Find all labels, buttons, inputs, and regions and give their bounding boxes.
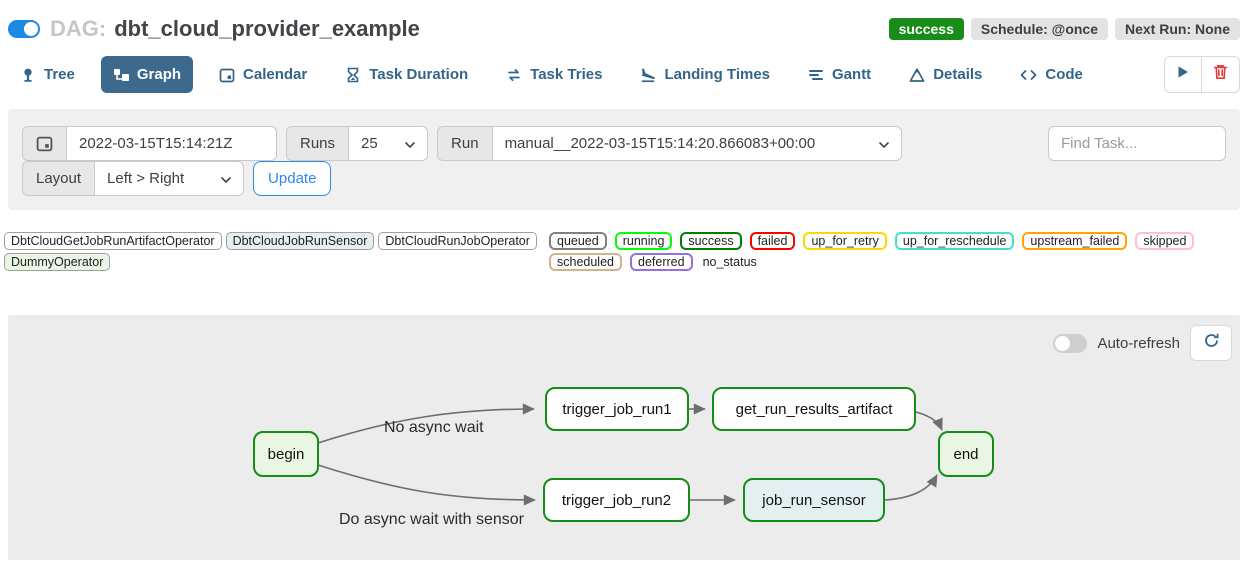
dag-title: dbt_cloud_provider_example — [114, 16, 420, 41]
tab-gantt[interactable]: Gantt — [796, 56, 883, 93]
legend-status[interactable]: upstream_failed — [1022, 232, 1128, 250]
base-date-input[interactable]: 2022-03-15T15:14:21Z — [66, 126, 277, 161]
tab-calendar[interactable]: Calendar — [207, 56, 319, 93]
plane-landing-icon — [640, 67, 656, 83]
auto-refresh-toggle[interactable] — [1053, 333, 1088, 353]
tree-icon — [20, 67, 36, 83]
edge-label-do-async-wait: Do async wait with sensor — [339, 511, 524, 528]
tab-code[interactable]: Code — [1008, 56, 1095, 93]
tab-landing-times[interactable]: Landing Times — [628, 56, 782, 93]
legend-operator: DbtCloudGetJobRunArtifactOperator — [4, 232, 222, 250]
code-icon — [1020, 67, 1037, 83]
filter-panel: 2022-03-15T15:14:21Z Runs 25 Run manual_… — [8, 109, 1240, 210]
legend-status[interactable]: queued — [549, 232, 607, 250]
legend-operator: DbtCloudRunJobOperator — [378, 232, 537, 250]
dag-edges — [317, 403, 943, 506]
play-icon — [1176, 65, 1190, 84]
dag-graph-panel: Auto-refresh No async wait Do async wait… — [8, 315, 1240, 560]
legend-status[interactable]: up_for_reschedule — [894, 232, 1015, 250]
schedule-badge: Schedule: @once — [970, 18, 1108, 40]
layout-label: Layout — [22, 161, 95, 196]
status-legend: queued running success failed up_for_ret… — [549, 232, 1244, 271]
chevron-down-icon — [878, 135, 889, 152]
tab-task-tries[interactable]: Task Tries — [494, 56, 614, 93]
details-icon — [909, 67, 925, 83]
retry-arrows-icon — [506, 67, 522, 83]
refresh-icon — [1203, 332, 1220, 354]
hourglass-icon — [345, 67, 361, 83]
task-node-trigger-job-run2[interactable]: trigger_job_run2 — [543, 478, 690, 522]
dag-prefix-label: DAG: — [50, 16, 107, 41]
tab-tree[interactable]: Tree — [8, 56, 87, 93]
gantt-icon — [808, 67, 824, 83]
legend: DbtCloudGetJobRunArtifactOperator DbtClo… — [4, 232, 1244, 271]
tab-task-duration[interactable]: Task Duration — [333, 56, 480, 93]
layout-select[interactable]: Left > Right — [94, 161, 245, 196]
next-run-badge: Next Run: None — [1115, 18, 1240, 40]
task-node-begin[interactable]: begin — [253, 431, 319, 477]
auto-refresh-label: Auto-refresh — [1097, 334, 1180, 352]
delete-dag-button[interactable] — [1202, 56, 1240, 93]
run-group: Run manual__2022-03-15T15:14:20.866083+0… — [437, 126, 902, 161]
legend-operator: DbtCloudJobRunSensor — [225, 232, 375, 250]
trigger-dag-button[interactable] — [1164, 56, 1202, 93]
runs-select[interactable]: 25 — [348, 126, 429, 161]
dag-enabled-toggle[interactable] — [8, 20, 40, 38]
refresh-button[interactable] — [1190, 325, 1232, 361]
legend-status-no-status: no_status — [702, 255, 757, 269]
graph-icon — [113, 67, 129, 83]
base-date-group: 2022-03-15T15:14:21Z — [22, 126, 277, 161]
chevron-down-icon — [221, 170, 231, 187]
layout-group: Layout Left > Right — [22, 161, 245, 196]
update-button[interactable]: Update — [253, 161, 332, 196]
legend-status[interactable]: running — [614, 232, 673, 250]
legend-status[interactable]: up_for_retry — [803, 232, 887, 250]
legend-status[interactable]: scheduled — [549, 253, 622, 271]
task-node-job-run-sensor[interactable]: job_run_sensor — [743, 478, 885, 522]
task-node-end[interactable]: end — [938, 431, 994, 477]
runs-label: Runs — [286, 126, 349, 161]
tab-details[interactable]: Details — [897, 56, 994, 93]
run-select[interactable]: manual__2022-03-15T15:14:20.866083+00:00 — [491, 126, 902, 161]
legend-status[interactable]: success — [680, 232, 742, 250]
calendar-addon-icon — [22, 126, 66, 161]
operator-legend: DbtCloudGetJobRunArtifactOperator DbtClo… — [4, 232, 549, 271]
task-node-trigger-job-run1[interactable]: trigger_job_run1 — [545, 387, 689, 431]
legend-status[interactable]: failed — [749, 232, 796, 250]
calendar-icon — [219, 67, 235, 83]
task-node-get-run-results-artifact[interactable]: get_run_results_artifact — [712, 387, 916, 431]
status-badge: success — [888, 18, 964, 40]
find-task-input[interactable] — [1048, 126, 1226, 161]
edge-label-no-async-wait: No async wait — [384, 419, 484, 436]
run-label: Run — [437, 126, 492, 161]
legend-status[interactable]: skipped — [1135, 232, 1195, 250]
runs-group: Runs 25 — [286, 126, 429, 161]
trash-icon — [1213, 64, 1228, 85]
dag-header: DAG: dbt_cloud_provider_example success … — [0, 0, 1248, 48]
chevron-down-icon — [405, 135, 415, 152]
legend-operator: DummyOperator — [4, 253, 111, 271]
legend-status[interactable]: deferred — [630, 253, 693, 271]
tab-graph[interactable]: Graph — [100, 56, 194, 93]
view-tabbar: Tree Graph Calendar Task Duration Task T… — [0, 48, 1248, 103]
